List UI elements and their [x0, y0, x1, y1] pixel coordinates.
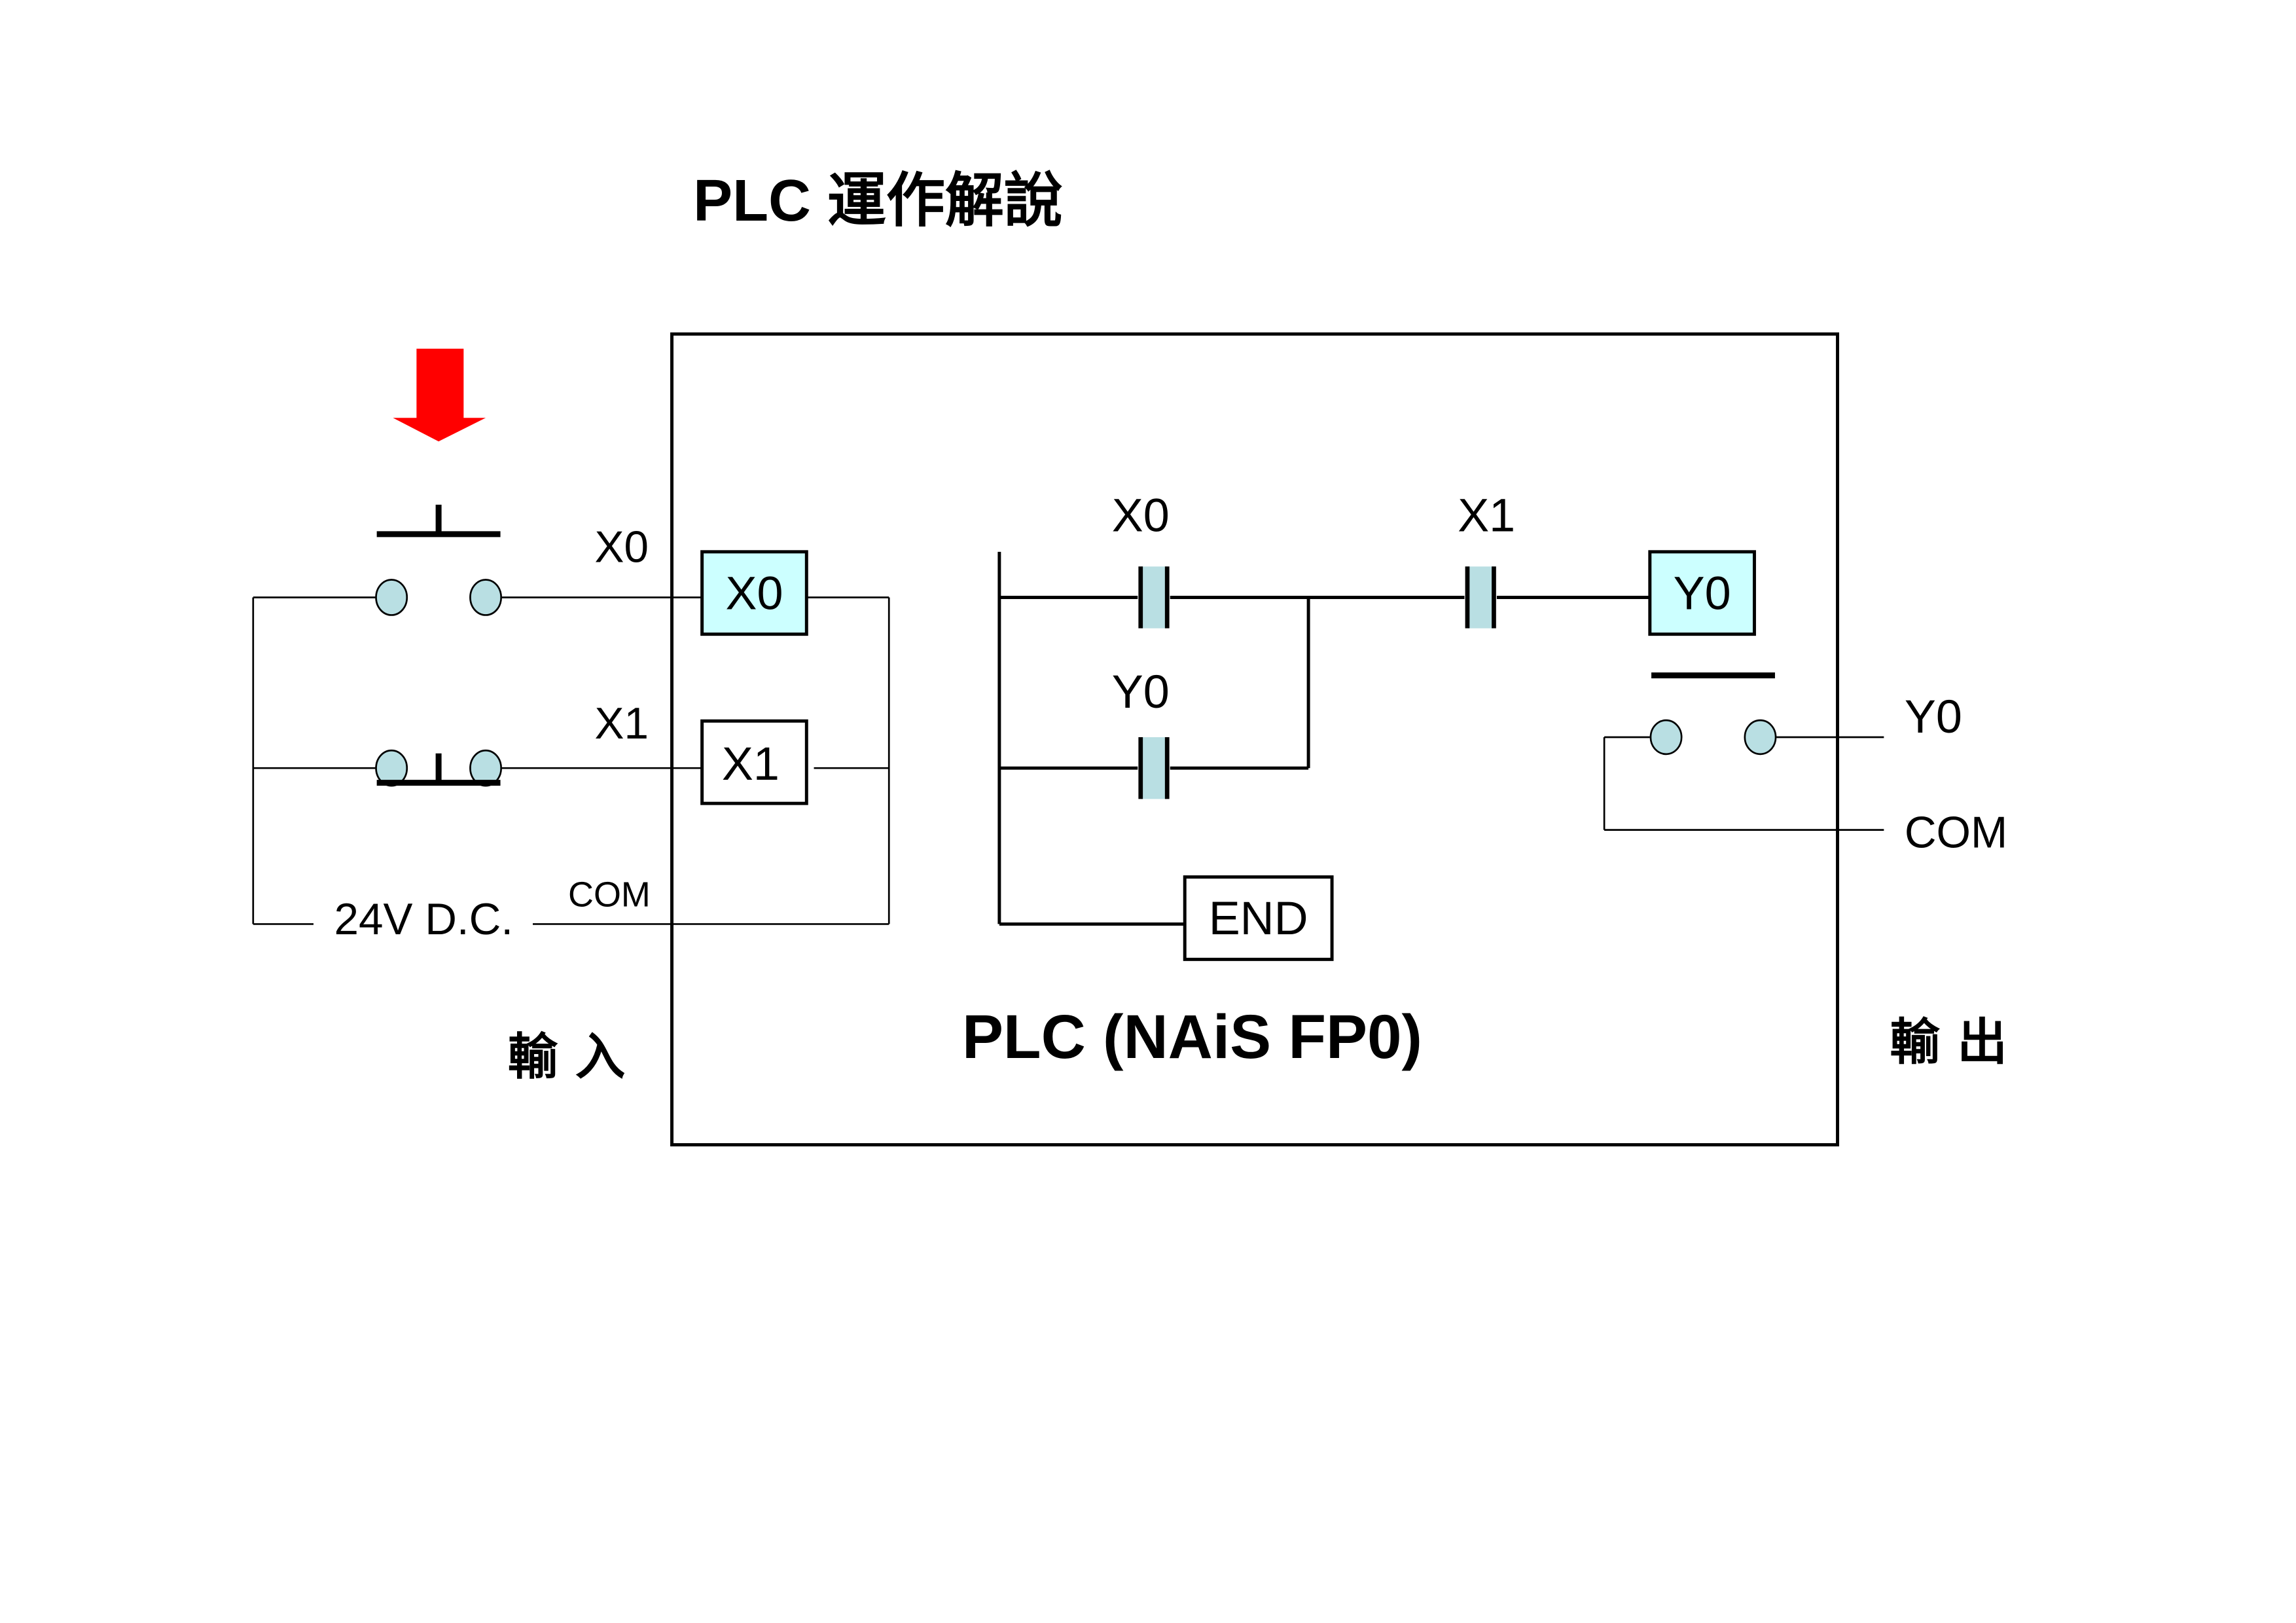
input-terminal-x1: X1	[700, 719, 808, 805]
input-com-label: COM	[568, 875, 651, 914]
coil-y0: Y0	[1648, 550, 1756, 636]
down-arrow-icon	[393, 348, 486, 442]
output-relay-y0	[1649, 672, 1777, 756]
end-label: END	[1209, 892, 1308, 945]
pushbutton-x0[interactable]	[375, 504, 503, 616]
output-y0-label: Y0	[1905, 691, 1962, 743]
terminal-circle	[1744, 719, 1777, 756]
input-wiring	[252, 596, 890, 925]
output-com-label: COM	[1905, 809, 2007, 858]
terminal-circle	[469, 579, 503, 616]
supply-label: 24V D.C.	[334, 895, 513, 944]
plc-box	[670, 332, 1839, 1147]
output-section-label: 輸 出	[1890, 1013, 2007, 1072]
input-terminal-x1-label: X1	[722, 738, 780, 790]
pushbutton-x1[interactable]	[375, 749, 503, 787]
contact-y0-label: Y0	[1112, 666, 1170, 718]
contact-x0	[1138, 566, 1170, 629]
input-section-label: 輸 入	[508, 1028, 626, 1087]
plc-model-label: PLC (NAiS FP0)	[962, 1003, 1422, 1072]
ladder-diagram	[997, 551, 1650, 926]
coil-y0-label: Y0	[1674, 567, 1731, 619]
contact-x0-label: X0	[1112, 489, 1170, 541]
contact-x1	[1465, 566, 1496, 629]
end-instruction: END	[1183, 875, 1334, 961]
terminal-circle	[375, 579, 408, 616]
page-title: PLC 運作解說	[693, 168, 1063, 234]
input-x1-label: X1	[594, 699, 649, 748]
contact-y0	[1138, 737, 1170, 799]
terminal-circle	[1649, 719, 1683, 756]
input-terminal-x0: X0	[700, 550, 808, 636]
output-wiring	[1603, 736, 1884, 831]
contact-x1-label: X1	[1458, 489, 1515, 541]
input-terminal-x0-label: X0	[725, 567, 783, 619]
input-x0-label: X0	[594, 523, 649, 572]
